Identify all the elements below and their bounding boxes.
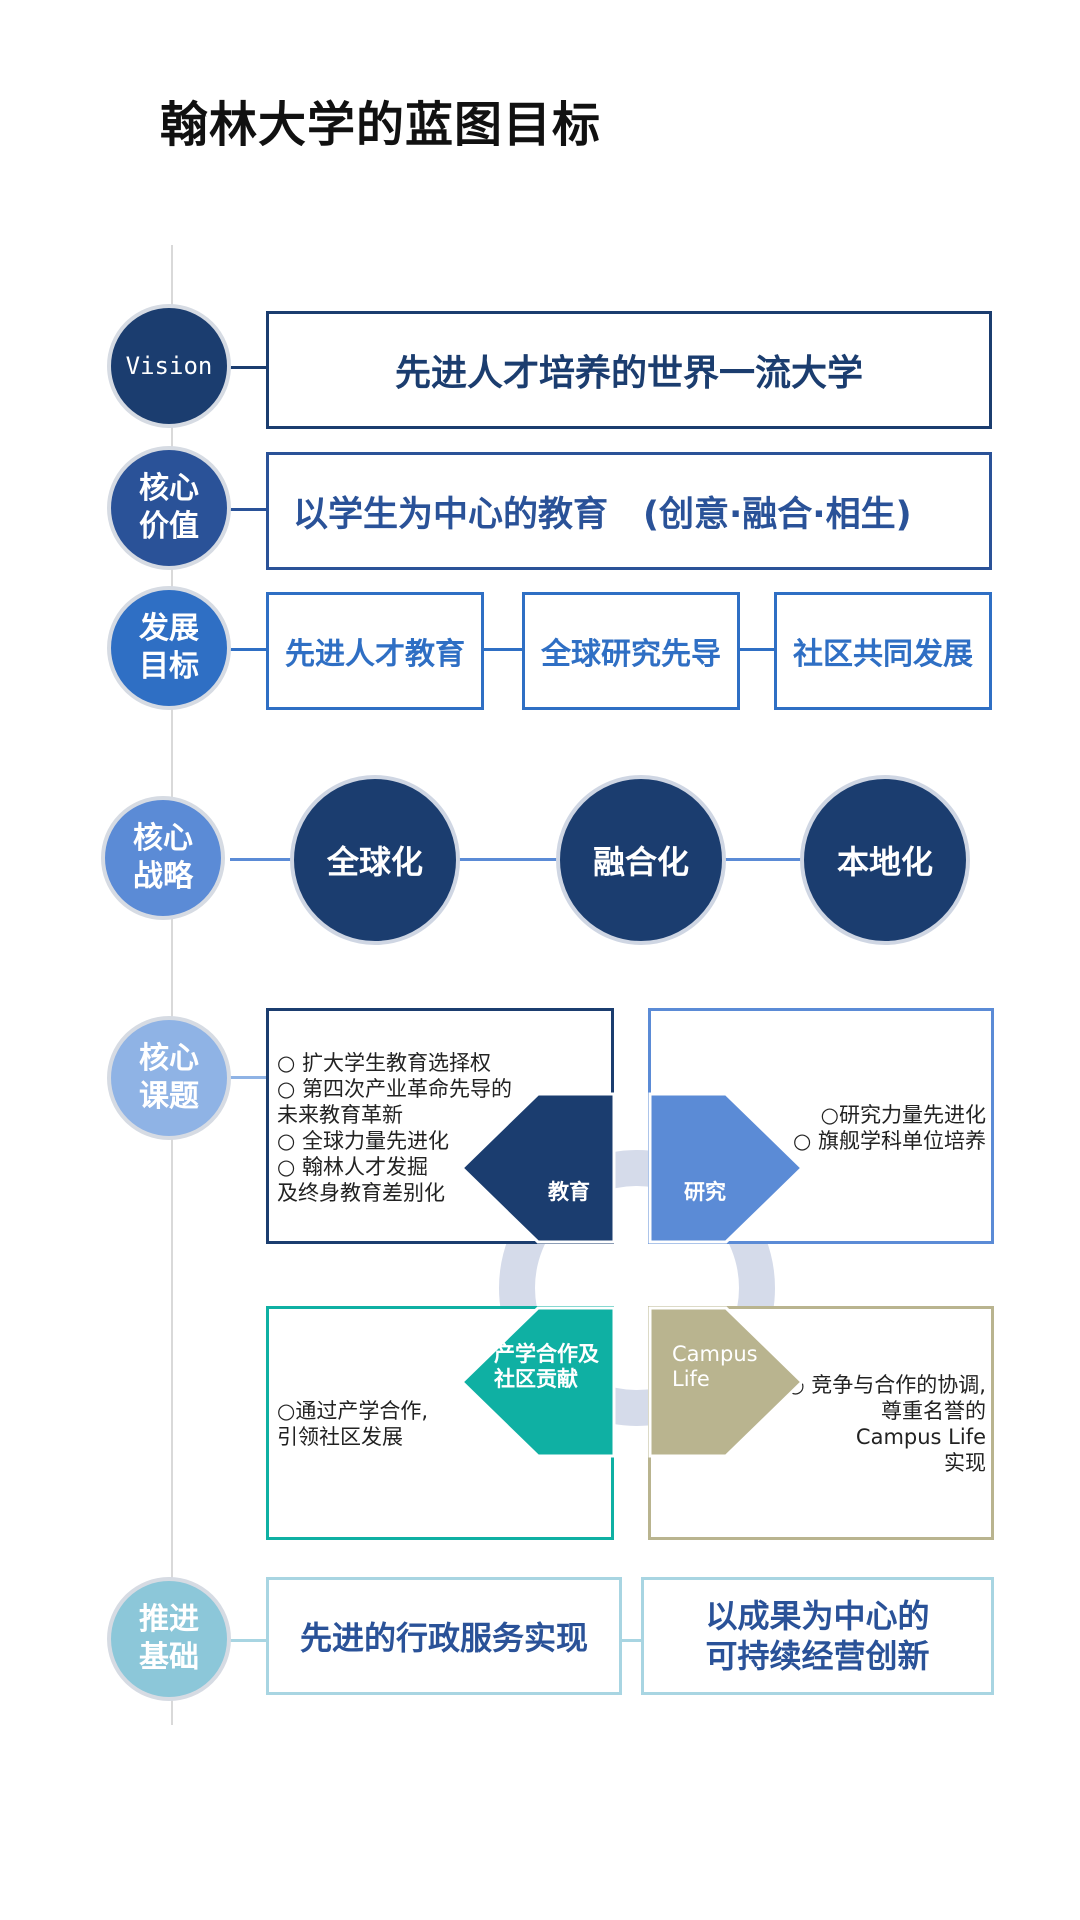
list-item: 尊重名誉的 <box>881 1399 986 1423</box>
campus-label: Campus Life <box>672 1342 758 1391</box>
connector <box>230 1076 270 1079</box>
goal-box-3: 社区共同发展 <box>774 592 992 710</box>
list-item: 实现 <box>944 1451 986 1475</box>
list-item: 及终身教育差别化 <box>277 1181 445 1205</box>
education-label: 教育 <box>548 1180 590 1204</box>
vision-box: 先进人才培养的世界一流大学 <box>266 311 992 429</box>
goal-box-2: 全球研究先导 <box>522 592 740 710</box>
industry-list: ○通过产学合作, 引领社区发展 <box>277 1398 477 1450</box>
label-vision: Vision <box>107 304 231 428</box>
label-core-strategy: 核心战略 <box>101 796 225 920</box>
campus-list: ○ 竞争与合作的协调, 尊重名誉的 Campus Life 实现 <box>786 1372 986 1476</box>
list-item: 未来教育革新 <box>277 1103 403 1127</box>
list-item: 引领社区发展 <box>277 1425 403 1449</box>
list-item: ○ 旗舰学科单位培养 <box>793 1129 986 1153</box>
center-ring <box>499 1150 775 1426</box>
strategy-convergence: 融合化 <box>556 775 726 945</box>
strategy-globalization: 全球化 <box>290 775 460 945</box>
list-item: ○通过产学合作, <box>277 1399 428 1423</box>
label-dev-goal: 发展目标 <box>107 586 231 710</box>
research-label: 研究 <box>684 1180 726 1204</box>
education-list: ○ 扩大学生教育选择权 ○ 第四次产业革命先导的 未来教育革新 ○ 全球力量先进… <box>277 1050 527 1206</box>
core-value-box: 以学生为中心的教育 (创意·融合·相生) <box>266 452 992 570</box>
connector <box>230 366 270 369</box>
list-item: ○ 翰林人才发掘 <box>277 1155 428 1179</box>
label-text: 发展目标 <box>139 611 199 684</box>
research-diamond-shape <box>648 1092 804 1244</box>
foundation-box-1: 先进的行政服务实现 <box>266 1577 622 1695</box>
label-core-value: 核心价值 <box>107 446 231 570</box>
label-text: 推进基础 <box>139 1602 199 1675</box>
label-foundation: 推进基础 <box>107 1577 231 1701</box>
foundation-box-2: 以成果为中心的可持续经营创新 <box>641 1577 994 1695</box>
connector <box>230 508 270 511</box>
list-item: ○ 全球力量先进化 <box>277 1129 449 1153</box>
label-text: 核心战略 <box>133 821 193 894</box>
goal-box-1: 先进人才教育 <box>266 592 484 710</box>
campus-diamond-shape <box>648 1306 804 1458</box>
list-item: ○研究力量先进化 <box>820 1103 986 1127</box>
list-item: ○ 竞争与合作的协调, <box>786 1373 986 1397</box>
list-item: Campus Life <box>855 1425 986 1449</box>
list-item: ○ 扩大学生教育选择权 <box>277 1051 491 1075</box>
label-text: 核心价值 <box>139 471 199 544</box>
label-text: 核心课题 <box>139 1041 199 1114</box>
industry-diamond-shape <box>460 1306 616 1458</box>
label-core-topics: 核心课题 <box>107 1016 231 1140</box>
education-diamond-shape <box>460 1092 616 1244</box>
page-title: 翰林大学的蓝图目标 <box>160 97 602 153</box>
timeline-spine <box>171 245 173 1725</box>
strategy-localization: 本地化 <box>800 775 970 945</box>
industry-label: 产学合作及社区贡献 <box>494 1342 599 1391</box>
research-list: ○研究力量先进化 ○ 旗舰学科单位培养 <box>790 1102 986 1154</box>
list-item: ○ 第四次产业革命先导的 <box>277 1077 512 1101</box>
